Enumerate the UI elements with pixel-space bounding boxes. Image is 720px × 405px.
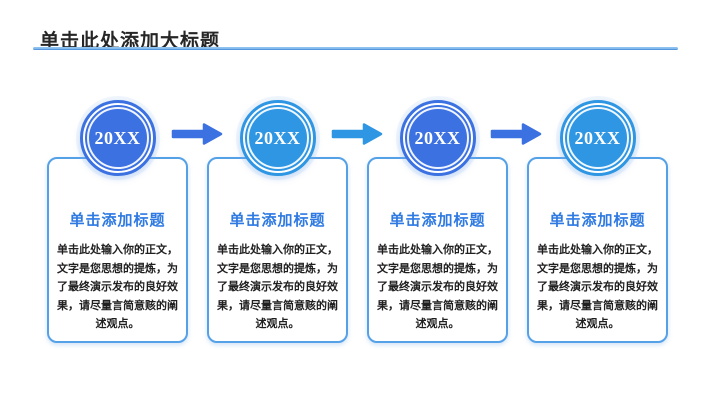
- arrow-right-icon: [489, 121, 543, 147]
- card-body-text: 单击此处输入你的正文，文字是您思想的提炼，为了最终演示发布的良好效果，请尽量言简…: [537, 244, 658, 330]
- step-card-1: 20XX 单击添加标题 单击此处输入你的正文，文字是您思想的提炼，为了最终演示发…: [47, 100, 188, 343]
- year-badge-disc: 20XX: [244, 105, 311, 171]
- slide-title: 单击此处添加大标题: [40, 31, 221, 52]
- year-badge-icon: 20XX: [239, 100, 316, 176]
- year-label: 20XX: [94, 127, 141, 148]
- year-badge-icon: 20XX: [79, 100, 156, 176]
- step-card-3: 20XX 单击添加标题 单击此处输入你的正文，文字是您思想的提炼，为了最终演示发…: [367, 100, 508, 343]
- steps-row: 20XX 单击添加标题 单击此处输入你的正文，文字是您思想的提炼，为了最终演示发…: [47, 100, 668, 343]
- card-heading: 单击添加标题: [389, 212, 486, 229]
- arrow-right-icon: [170, 121, 224, 147]
- year-badge-disc: 20XX: [404, 105, 471, 171]
- card-body-text: 单击此处输入你的正文，文字是您思想的提炼，为了最终演示发布的良好效果，请尽量言简…: [57, 244, 178, 330]
- card-body-text: 单击此处输入你的正文，文字是您思想的提炼，为了最终演示发布的良好效果，请尽量言简…: [217, 244, 338, 330]
- title-underline: [33, 47, 678, 50]
- arrow-right-icon: [330, 121, 384, 147]
- year-badge-disc: 20XX: [564, 105, 631, 171]
- step-card-4: 20XX 单击添加标题 单击此处输入你的正文，文字是您思想的提炼，为了最终演示发…: [527, 100, 668, 343]
- year-label: 20XX: [574, 127, 621, 148]
- card-heading: 单击添加标题: [229, 212, 326, 229]
- year-badge-disc: 20XX: [84, 105, 151, 171]
- card-body-text: 单击此处输入你的正文，文字是您思想的提炼，为了最终演示发布的良好效果，请尽量言简…: [377, 244, 498, 330]
- step-card-2: 20XX 单击添加标题 单击此处输入你的正文，文字是您思想的提炼，为了最终演示发…: [207, 100, 348, 343]
- year-badge-icon: 20XX: [399, 100, 476, 176]
- year-badge-icon: 20XX: [559, 100, 636, 176]
- year-label: 20XX: [254, 127, 301, 148]
- card-heading: 单击添加标题: [549, 212, 646, 229]
- year-label: 20XX: [414, 127, 461, 148]
- card-heading: 单击添加标题: [69, 212, 166, 229]
